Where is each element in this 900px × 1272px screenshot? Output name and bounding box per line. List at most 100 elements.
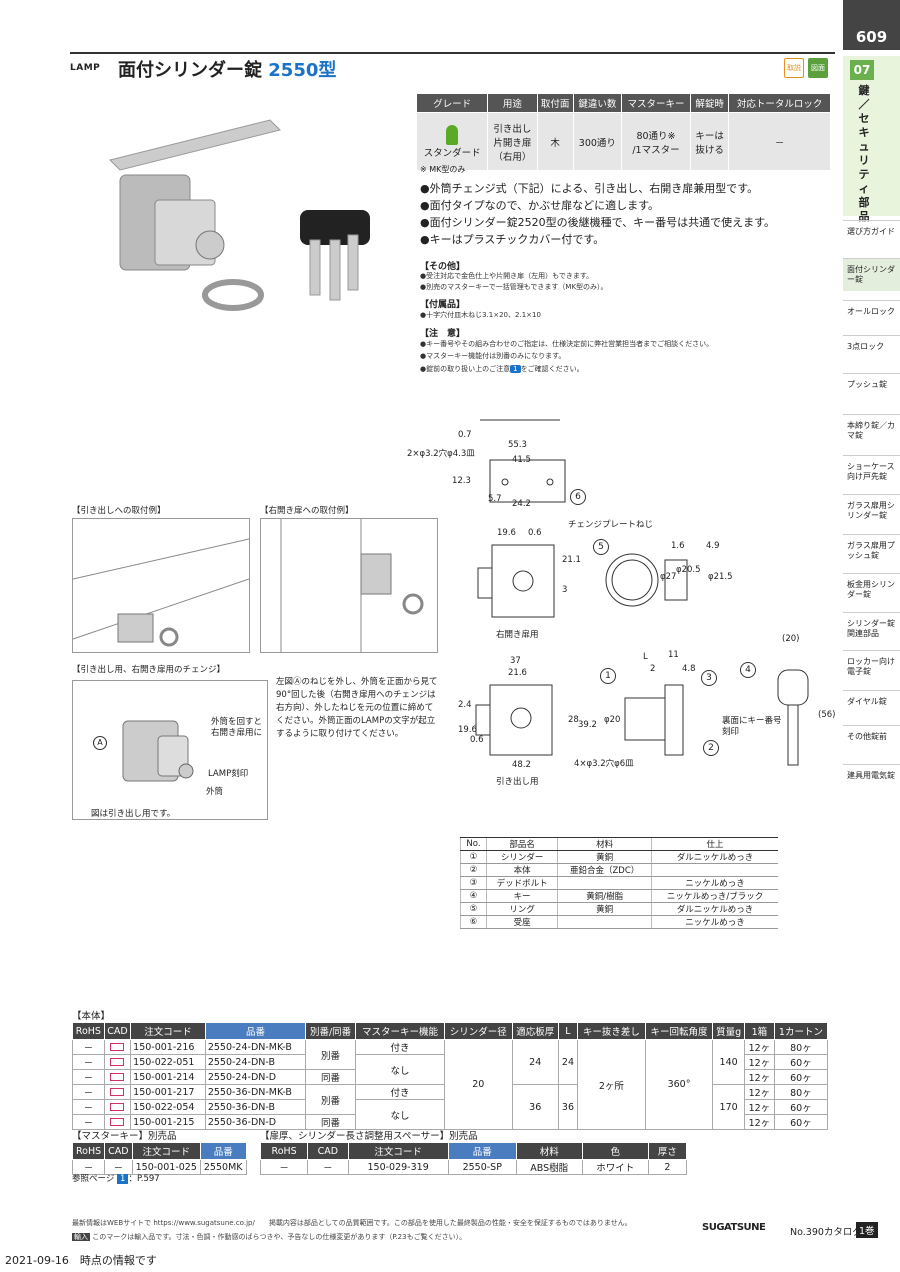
spec-header: 対応トータルロック [728,93,831,113]
cad-cell[interactable] [103,1114,132,1130]
sidebar-item[interactable]: プッシュ錠 [843,373,900,396]
callout-4: 4 [740,662,756,678]
sugatsune-logo: SUGATSUNE [702,1222,766,1233]
footer-import: 輸入 このマークは輸入品です。寸法・色調・作動感のばらつきや、予告なしの仕様変更… [72,1233,467,1241]
bullet-4: ●キーはプラスチックカバー付です。 [420,233,605,246]
cad-cell[interactable] [103,1039,132,1055]
spec-header: マスターキー [621,93,691,113]
cad-cell[interactable] [103,1084,132,1100]
bullet-3: ●面付シリンダー錠2520型の後継機種で、キー番号は共通で使えます。 [420,216,776,229]
section-number: 07 [850,60,874,80]
cad-icon[interactable] [110,1073,125,1081]
header-rule [70,52,835,54]
order-code[interactable]: 150-022-051 [130,1054,206,1070]
main-header: 1カートン [773,1022,829,1040]
sidebar-item[interactable]: ガラス扉用プッシュ錠 [843,534,900,567]
drawing-badge[interactable]: 図面 [808,58,828,78]
manual-badge[interactable]: 取説 [784,58,804,78]
sidebar-item[interactable]: オールロック [843,300,900,323]
caution-heading: 【注 意】 [420,329,466,339]
cad-icon[interactable] [110,1058,125,1066]
accessory-heading: 【付属品】 [420,300,466,310]
section-band [843,56,900,216]
order-code[interactable]: 150-001-216 [130,1039,206,1055]
catalog-volume: 1巻 [856,1222,878,1238]
cad-icon[interactable] [110,1118,125,1126]
main-header: CAD [103,1022,132,1040]
spacer-title: 【扉厚、シリンダー長さ調整用スペーサー】別売品 [260,1131,478,1142]
drawer-mount-title: 【引き出しへの取付例】 [72,506,166,516]
change-figure: A 外筒を回すと右開き扉用に LAMP刻印 外筒 図は引き出し用です。 [72,680,268,820]
part-number: 2550-36-DN-MK-B [204,1084,307,1100]
main-header: 注文コード [130,1022,206,1040]
spec-header: 鍵違い数 [572,93,623,113]
cad-icon[interactable] [110,1103,125,1111]
page-title: 面付シリンダー錠 2550型 [118,60,337,81]
sidebar-item[interactable]: その他錠前 [843,725,900,748]
parts-header: No. [460,837,487,851]
other-heading: 【その他】 [420,262,466,272]
door-mount-title: 【右開き扉への取付例】 [260,506,354,516]
caution-ref-badge[interactable]: 1 [510,365,521,373]
order-code[interactable]: 150-001-214 [130,1069,206,1085]
sidebar-item[interactable]: 建具用電気錠 [843,764,900,787]
spec-header: 取付面 [536,93,574,113]
parts-header: 材料 [557,837,652,851]
sidebar-item[interactable]: シリンダー錠関連部品 [843,612,900,645]
sidebar-item[interactable]: 面付シリンダー錠 [843,258,900,291]
parts-header: 仕上 [651,837,778,851]
part-number: 2550-24-DN-D [204,1069,307,1085]
order-code[interactable]: 150-001-217 [130,1084,206,1100]
cad-cell[interactable] [103,1099,132,1115]
spec-header: 解錠時 [689,93,730,113]
bullet-2: ●面付タイプなので、かぶせ扉などに適します。 [420,199,660,212]
sidebar-item[interactable]: 3点ロック [843,335,900,358]
main-header: 適応板厚 [511,1022,559,1040]
sidebar-item[interactable]: 本締り錠／カマ錠 [843,414,900,447]
main-header: L [557,1022,579,1040]
main-header: 品番 [204,1022,307,1040]
main-header: 1箱 [743,1022,775,1040]
cad-icon[interactable] [110,1043,125,1051]
product-photo [109,119,370,311]
sidebar-item[interactable]: ロッカー向け電子錠 [843,650,900,683]
order-code[interactable]: 150-022-054 [130,1099,206,1115]
door-mount-figure [260,518,438,653]
cad-cell[interactable] [103,1069,132,1085]
drawer-mount-figure [72,518,250,653]
main-header: キー抜き差し [577,1022,646,1040]
sidebar-item[interactable]: 板金用シリンダー錠 [843,573,900,606]
part-number: 2550-24-DN-B [204,1054,307,1070]
cad-icon[interactable] [110,1088,125,1096]
sidebar-item[interactable]: ショーケース向け戸先錠 [843,455,900,488]
sidebar-item[interactable]: ガラス扉用シリンダー錠 [843,494,900,527]
main-header: 質量g [712,1022,745,1040]
callout-a: A [93,736,107,750]
spec-table: グレード用途取付面鍵違い数マスターキー解錠時対応トータルロック スタンダード 引… [415,93,831,171]
bullet-1: ●外筒チェンジ式（下記）による、引き出し、右開き扉兼用型です。 [420,182,759,195]
change-title: 【引き出し用、右開き扉用のチェンジ】 [72,665,226,675]
callout-1: 1 [600,668,616,684]
callout-3: 3 [701,670,717,686]
brand-logo: LAMP [70,63,101,73]
part-number: 2550-36-DN-D [204,1114,307,1130]
model-number: 2550型 [268,60,337,81]
sidebar-item[interactable]: ダイヤル錠 [843,690,900,713]
cad-cell[interactable] [103,1054,132,1070]
callout-5: 5 [593,539,609,555]
master-title: 【マスターキー】別売品 [72,1131,177,1142]
ref-page: 参照ページ 1：P.597 [72,1174,160,1184]
sidebar-item[interactable]: 選び方ガイド [843,220,900,243]
catalog-number: No.390カタログ [790,1227,862,1238]
